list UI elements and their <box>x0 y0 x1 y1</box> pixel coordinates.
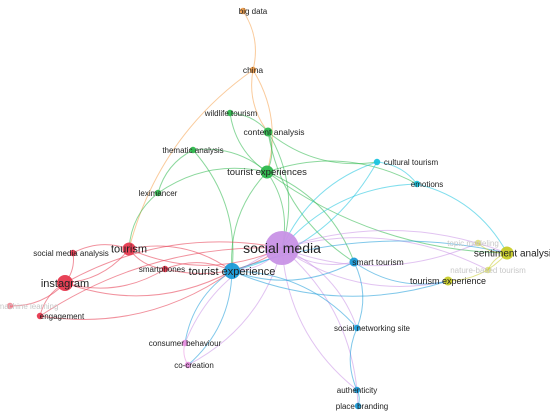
node-authenticity[interactable] <box>353 386 361 394</box>
link-china-content-analysis <box>251 69 269 133</box>
node-sentiment-analysis[interactable] <box>500 246 514 260</box>
label-social-media: social media <box>243 240 321 256</box>
label-wildlife-tourism: wildlife tourism <box>204 109 258 118</box>
label-co-creation: co-creation <box>174 361 214 370</box>
link-social-networking-site-authenticity <box>349 327 358 391</box>
link-smart-tourism-tourism-experience <box>353 261 449 285</box>
link-social-media-co-creation <box>187 247 283 366</box>
node-big-data[interactable] <box>239 7 247 15</box>
link-social-media-nature-based-tourism <box>281 237 489 271</box>
node-tourism-experience[interactable] <box>443 276 453 286</box>
link-social-media-authenticity <box>281 247 358 391</box>
link-thematic-analysis-leximancer <box>157 149 194 194</box>
label-tourist-experience: tourist experience <box>189 266 276 278</box>
node-social-media[interactable] <box>265 231 299 265</box>
node-nature-based-tourism[interactable] <box>484 266 492 274</box>
link-instagram-smartphones <box>64 268 166 289</box>
node-layer <box>6 7 514 410</box>
label-tourist-experiences: tourist experiences <box>227 167 307 178</box>
label-topic-modeling: topic modeling <box>447 239 499 248</box>
label-thematic-analysis: thematic analysis <box>162 146 223 155</box>
link-tourist-experience-co-creation <box>187 270 233 366</box>
node-tourist-experiences[interactable] <box>260 165 274 179</box>
node-cultural-tourism[interactable] <box>373 158 381 166</box>
link-engagement-social-media <box>39 247 283 317</box>
link-cultural-tourism-emotions <box>376 161 418 185</box>
node-topic-modeling[interactable] <box>474 239 482 247</box>
label-big-data: big data <box>239 7 268 16</box>
label-social-networking-site: social networking site <box>334 324 411 333</box>
link-smart-tourism-social-networking-site <box>353 261 364 329</box>
link-tourist-experiences-leximancer <box>157 167 268 194</box>
node-content-analysis[interactable] <box>263 127 273 137</box>
label-emotions: emotions <box>411 180 443 189</box>
label-authenticity: authenticity <box>337 386 377 395</box>
node-china[interactable] <box>249 66 257 74</box>
label-instagram: instagram <box>41 278 89 290</box>
link-leximancer-tourism <box>128 192 159 250</box>
node-emotions[interactable] <box>413 180 421 188</box>
link-content-analysis-cultural-tourism <box>267 131 378 165</box>
label-nature-based-tourism: nature-based tourism <box>450 266 526 275</box>
node-leximancer[interactable] <box>154 189 162 197</box>
label-layer: big data china wildlife tourism content ana… <box>0 7 550 411</box>
node-instagram[interactable] <box>57 275 73 291</box>
link-social-media-place-branding <box>281 247 359 407</box>
label-tourism: tourism <box>111 244 147 256</box>
link-big-data-china <box>242 10 256 71</box>
node-social-media-analysis[interactable] <box>69 249 77 257</box>
link-engagement-tourist-experience <box>39 270 233 320</box>
link-tourist-experience-sentiment-analysis <box>231 240 508 272</box>
node-place-branding[interactable] <box>354 402 362 410</box>
link-cultural-tourism-tourist-experience <box>231 161 378 272</box>
label-china: china <box>243 65 264 75</box>
label-social-media-analysis: social media analysis <box>33 249 109 258</box>
node-thematic-analysis[interactable] <box>189 146 197 154</box>
node-social-networking-site[interactable] <box>353 324 361 332</box>
link-china-tourism <box>128 69 254 250</box>
label-smart-tourism: smart tourism <box>352 257 403 267</box>
link-social-media-topic-modeling <box>281 242 479 267</box>
link-tourist-experiences-tourist-experience <box>231 171 268 272</box>
node-consumer-behaviour[interactable] <box>181 339 189 347</box>
node-smart-tourism[interactable] <box>349 257 359 267</box>
link-tourism-social-media <box>128 247 283 266</box>
node-smartphones[interactable] <box>161 265 169 273</box>
node-tourist-experience[interactable] <box>224 263 240 279</box>
link-tourist-experience-tourism-experience <box>231 270 449 297</box>
link-sentiment-analysis-tourism-experience <box>447 252 508 282</box>
label-leximancer: leximancer <box>139 189 178 198</box>
link-tourist-experience-consumer-behaviour <box>184 270 233 344</box>
label-tourism-experience: tourism experience <box>410 276 486 286</box>
label-consumer-behaviour: consumer behaviour <box>149 339 222 348</box>
link-tourist-experiences-smart-tourism <box>266 171 355 263</box>
link-emotions-sentiment-analysis <box>416 183 508 254</box>
link-tourist-experiences-emotions <box>266 160 418 185</box>
link-thematic-analysis-tourist-experience <box>192 149 234 272</box>
node-wildlife-tourism[interactable] <box>226 109 234 117</box>
label-sentiment-analysis: sentiment analysis <box>474 249 550 260</box>
link-instagram-social-media <box>64 241 283 284</box>
link-emotions-social-media <box>281 183 418 249</box>
label-machine-learning: machine learning <box>0 302 58 311</box>
link-instagram-tourist-experience <box>64 270 233 297</box>
link-tourist-experiences-sentiment-analysis <box>266 171 508 254</box>
node-tourism[interactable] <box>122 242 136 256</box>
node-co-creation[interactable] <box>184 361 192 369</box>
link-content-analysis-smart-tourism <box>267 131 355 263</box>
label-place-branding: place branding <box>336 402 388 411</box>
label-cultural-tourism: cultural tourism <box>384 158 439 167</box>
link-tourist-experience-smart-tourism <box>231 261 355 281</box>
link-tourist-experience-social-networking-site <box>231 270 358 329</box>
label-content-analysis: content analysis <box>244 127 305 137</box>
link-china-tourist-experiences <box>252 69 273 173</box>
link-thematic-analysis-tourist-experiences <box>192 148 268 173</box>
node-engagement[interactable] <box>36 312 44 320</box>
label-smartphones: smartphones <box>139 265 185 274</box>
node-machine-learning[interactable] <box>6 302 14 310</box>
label-engagement: engagement <box>40 312 85 321</box>
